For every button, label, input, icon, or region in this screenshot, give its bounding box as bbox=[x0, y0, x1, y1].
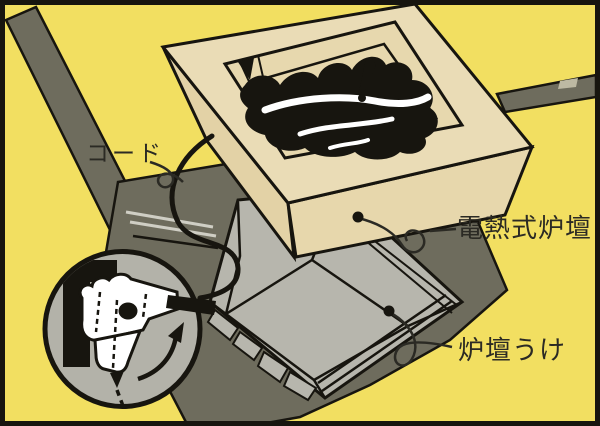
plug-hole bbox=[118, 302, 138, 320]
label-leader-electric-hearth-dash bbox=[429, 227, 457, 233]
rotate-arrow-icon bbox=[137, 322, 184, 382]
power-cord bbox=[169, 133, 241, 301]
label-cord: コード bbox=[86, 140, 164, 166]
detail-inset-circle bbox=[42, 249, 216, 409]
plug-body bbox=[78, 272, 180, 374]
label-electric-hearth: 電熱式炉壇 bbox=[457, 213, 593, 243]
label-leader-cord bbox=[149, 160, 184, 189]
label-hearth-receiver: 炉壇うけ bbox=[458, 335, 567, 365]
charcoal-fire bbox=[240, 56, 438, 160]
spark bbox=[358, 57, 376, 102]
electric-hearth-box bbox=[160, 2, 535, 263]
recess-bricks bbox=[206, 308, 318, 402]
socket-bar bbox=[166, 295, 216, 315]
label-leader-hearth-receiver bbox=[388, 310, 453, 367]
label-leader-electric-hearth bbox=[357, 216, 426, 254]
leader-dot-hearth-receiver bbox=[383, 305, 395, 317]
leader-dot-electric-hearth bbox=[352, 211, 364, 223]
drip-dashes bbox=[110, 371, 128, 404]
